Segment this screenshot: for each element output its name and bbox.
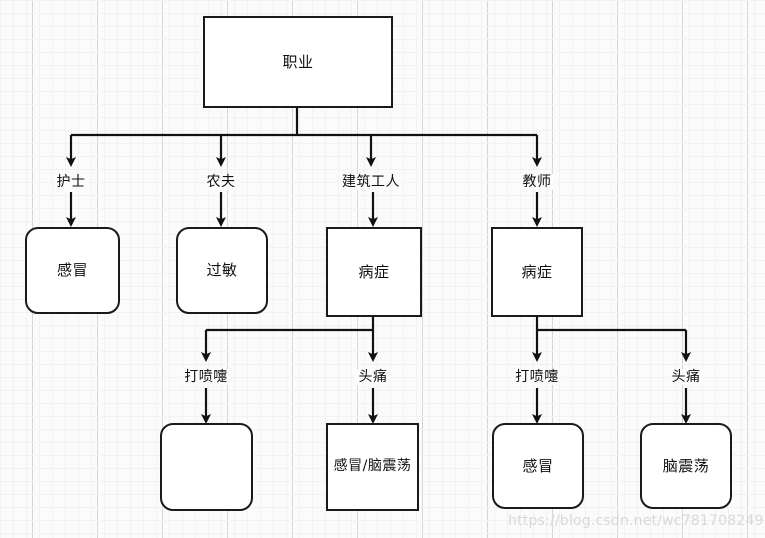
node-label: 职业 xyxy=(282,52,314,71)
edge-worker-symptom-bus xyxy=(206,317,375,332)
node-teacher-headache-result[interactable]: 脑震荡 xyxy=(640,423,732,509)
node-label: 病症 xyxy=(521,262,553,281)
edge-teacher-symptom-bus xyxy=(535,317,686,332)
edge-label-teacher: 教师 xyxy=(519,174,555,190)
edge-label-teacher-headache: 头痛 xyxy=(668,369,704,385)
node-teacher-sneeze-result[interactable]: 感冒 xyxy=(492,423,584,509)
node-label: 病症 xyxy=(358,262,390,281)
node-worker-symptom[interactable]: 病症 xyxy=(326,227,422,317)
edge-label-worker-sneeze: 打喷嚏 xyxy=(181,369,231,385)
node-label: 脑震荡 xyxy=(662,456,710,475)
node-occupation-root[interactable]: 职业 xyxy=(203,16,393,108)
node-worker-headache-result[interactable]: 感冒/脑震荡 xyxy=(326,423,419,511)
edge-label-nurse: 护士 xyxy=(53,174,89,190)
edge-label-teacher-sneeze: 打喷嚏 xyxy=(512,369,562,385)
node-label: 感冒/脑震荡 xyxy=(333,458,412,475)
node-farmer-allergy[interactable]: 过敏 xyxy=(176,227,268,314)
edge-label-farmer: 农夫 xyxy=(203,174,239,190)
edge-label-worker-headache: 头痛 xyxy=(355,369,391,385)
watermark: https://blog.csdn.net/wc781708249 xyxy=(508,513,764,529)
node-worker-sneeze-result-empty[interactable] xyxy=(160,423,253,511)
node-nurse-cold[interactable]: 感冒 xyxy=(25,227,120,314)
node-label: 过敏 xyxy=(206,261,238,280)
node-teacher-symptom[interactable]: 病症 xyxy=(491,227,583,317)
edge-label-worker: 建筑工人 xyxy=(339,174,403,190)
node-label: 感冒 xyxy=(522,456,554,475)
node-label: 感冒 xyxy=(56,261,88,280)
